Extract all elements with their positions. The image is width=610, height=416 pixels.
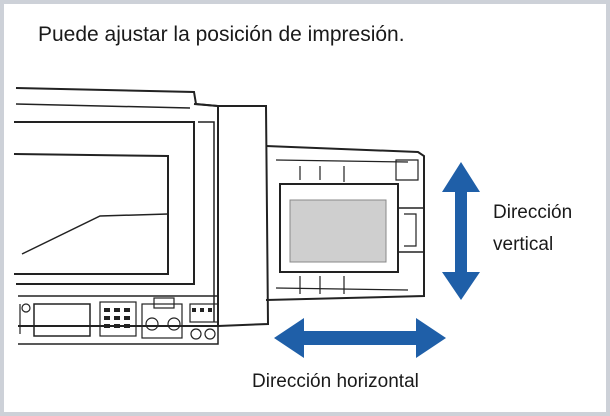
printer-illustration [13, 87, 425, 345]
vertical-direction-label-line2: vertical [493, 234, 554, 255]
horizontal-direction-label: Dirección horizontal [252, 371, 419, 392]
double-arrow-vertical-icon [442, 162, 480, 300]
vertical-direction-label-line1: Dirección [493, 202, 573, 223]
double-arrow-horizontal-icon [274, 318, 446, 358]
paper-sheet [289, 199, 387, 263]
instruction-caption: Puede ajustar la posición de impresión. [38, 23, 405, 46]
